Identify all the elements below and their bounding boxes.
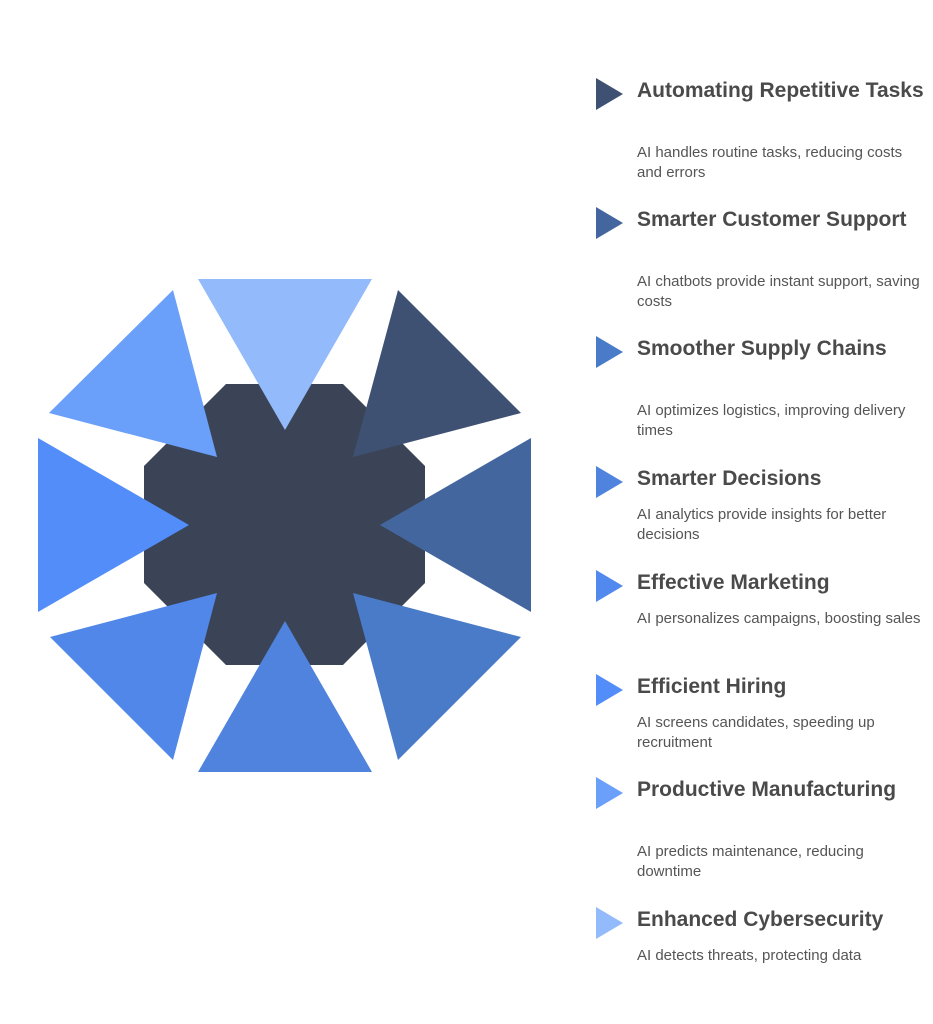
item-title: Smarter Decisions (637, 467, 822, 490)
triangle-bottom (198, 621, 372, 772)
triangle-marker-icon (596, 570, 623, 602)
item-title: Smarter Customer Support (637, 208, 907, 231)
item-description: AI screens candidates, speeding up recru… (637, 714, 875, 751)
item-description: AI chatbots provide instant support, sav… (637, 273, 920, 310)
item-title: Productive Manufacturing (637, 778, 897, 801)
triangle-marker-shape (596, 777, 623, 809)
item-description: AI handles routine tasks, reducing costs… (637, 144, 903, 181)
triangle-marker-icon (596, 78, 623, 110)
triangle-top-left (49, 290, 217, 457)
item-description: AI analytics provide insights for better… (637, 506, 887, 543)
triangle-bottom-right (353, 593, 521, 760)
triangle-marker-shape (596, 207, 623, 239)
item-description: AI predicts maintenance, reducing downti… (637, 843, 864, 880)
triangle-marker-shape (596, 570, 623, 602)
item-title: Automating Repetitive Tasks (637, 79, 924, 102)
item-title: Enhanced Cybersecurity (637, 908, 884, 931)
triangle-bottom-left (50, 593, 217, 760)
item-description: AI personalizes campaigns, boosting sale… (637, 610, 921, 627)
item-title: Smoother Supply Chains (637, 337, 887, 360)
triangle-marker-shape (596, 674, 623, 706)
triangle-marker-icon (596, 907, 623, 939)
triangle-marker-icon (596, 466, 623, 498)
triangle-left (38, 438, 189, 612)
triangle-marker-shape (596, 78, 623, 110)
triangle-right (380, 438, 531, 612)
triangle-marker-shape (596, 466, 623, 498)
triangle-marker-icon (596, 336, 623, 368)
triangle-marker-icon (596, 207, 623, 239)
item-description: AI optimizes logistics, improving delive… (637, 402, 906, 439)
triangle-marker-icon (596, 777, 623, 809)
item-title: Effective Marketing (637, 571, 830, 594)
octagon-diagram (38, 279, 531, 772)
triangle-top (198, 279, 372, 430)
item-title: Efficient Hiring (637, 675, 787, 698)
triangle-marker-shape (596, 336, 623, 368)
triangle-top-right (353, 290, 521, 457)
triangle-marker-icon (596, 674, 623, 706)
item-description: AI detects threats, protecting data (637, 947, 862, 964)
triangle-marker-shape (596, 907, 623, 939)
